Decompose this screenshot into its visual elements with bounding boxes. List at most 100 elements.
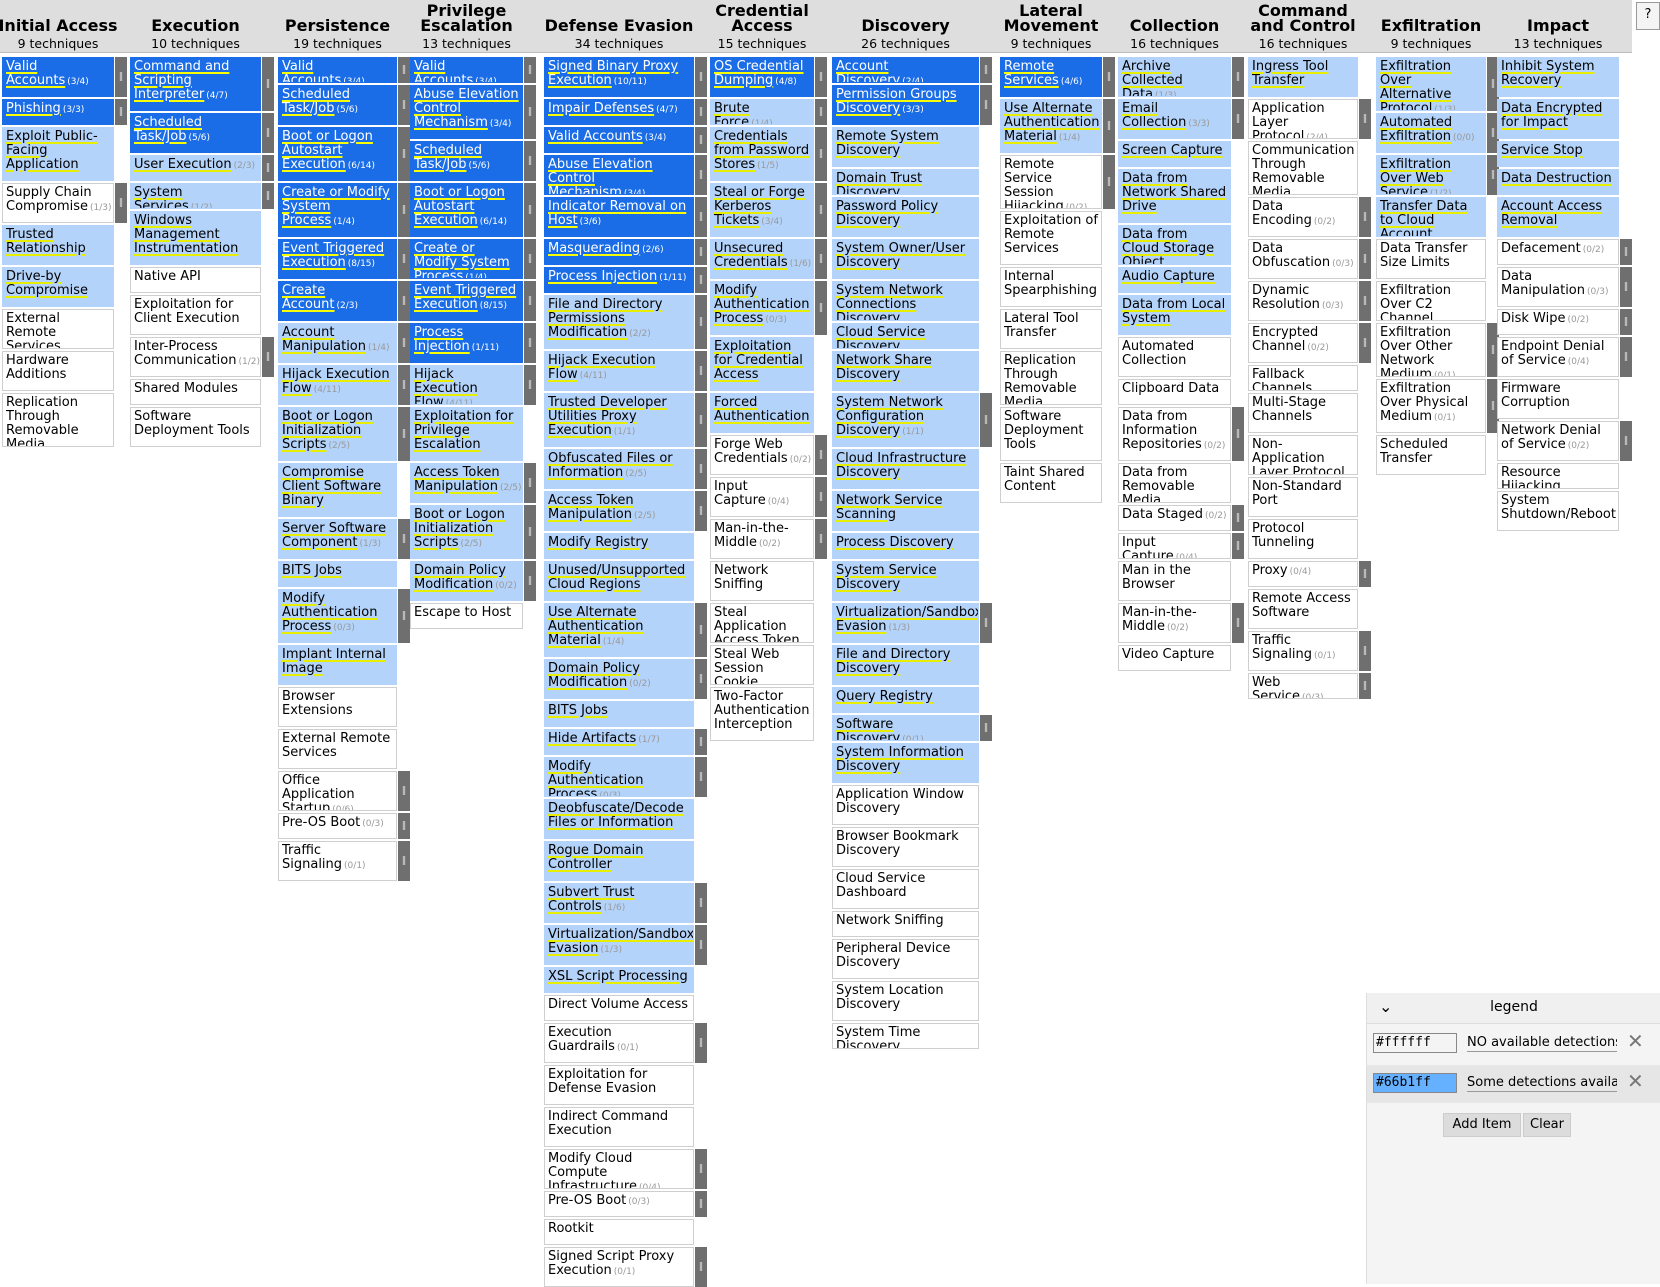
expand-subtechniques-handle[interactable] [524,323,536,363]
technique-cell[interactable]: Data Encoding(0/2) [1248,197,1358,237]
legend-label-input[interactable]: Some detections available [1467,1075,1617,1092]
expand-subtechniques-handle[interactable] [695,57,707,97]
expand-subtechniques-handle[interactable] [398,281,410,321]
technique-cell[interactable]: Data Staged(0/2) [1118,505,1231,531]
technique-cell[interactable]: Server Software Component(1/3) [278,519,397,559]
technique-cell[interactable]: Drive-by Compromise [2,267,114,307]
technique-cell[interactable]: Steal or Forge Kerberos Tickets(3/4) [710,183,814,237]
technique-cell[interactable]: Scheduled Task/Job(5/6) [130,113,261,153]
technique-cell[interactable]: Defacement(0/2) [1497,239,1619,265]
technique-cell[interactable]: Automated Exfiltration(0/0) [1376,113,1486,153]
technique-cell[interactable]: Screen Capture [1118,141,1231,167]
expand-subtechniques-handle[interactable] [398,365,410,405]
technique-cell[interactable]: Data from Removable Media [1118,463,1231,503]
expand-subtechniques-handle[interactable] [815,183,827,237]
expand-subtechniques-handle[interactable] [398,183,410,237]
expand-subtechniques-handle[interactable] [1359,99,1371,139]
technique-cell[interactable]: Cloud Service Dashboard [832,869,979,909]
expand-subtechniques-handle[interactable] [695,1149,707,1189]
technique-cell[interactable]: Account Access Removal [1497,197,1619,237]
close-icon[interactable]: ✕ [1627,1069,1644,1093]
expand-subtechniques-handle[interactable] [524,141,536,181]
technique-cell[interactable]: Boot or Logon Initialization Scripts(2/5… [278,407,397,461]
technique-cell[interactable]: Two-Factor Authentication Interception [710,687,814,741]
expand-subtechniques-handle[interactable] [815,435,827,475]
technique-cell[interactable]: Data Encrypted for Impact [1497,99,1619,139]
technique-cell[interactable]: Forge Web Credentials(0/2) [710,435,814,475]
chevron-down-icon[interactable]: ⌄ [1379,997,1393,1016]
expand-subtechniques-handle[interactable] [815,57,827,97]
technique-cell[interactable]: Hijack Execution Flow(4/11) [278,365,397,405]
expand-subtechniques-handle[interactable] [1103,57,1115,97]
technique-cell[interactable]: Account Discovery(2/4) [832,57,979,83]
expand-subtechniques-handle[interactable] [1487,379,1499,433]
technique-cell[interactable]: Process Injection(1/11) [410,323,523,363]
technique-cell[interactable]: User Execution(2/3) [130,155,261,181]
technique-cell[interactable]: Remote System Discovery [832,127,979,167]
technique-cell[interactable]: Browser Bookmark Discovery [832,827,979,867]
expand-subtechniques-handle[interactable] [524,239,536,279]
technique-cell[interactable]: Transfer Data to Cloud Account [1376,197,1486,237]
technique-cell[interactable]: Exploitation for Defense Evasion [544,1065,694,1105]
expand-subtechniques-handle[interactable] [980,715,992,741]
technique-cell[interactable]: Firmware Corruption [1497,379,1619,419]
technique-cell[interactable]: Exfiltration Over Alternative Protocol(1… [1376,57,1486,111]
technique-cell[interactable]: Domain Policy Modification(0/2) [544,659,694,699]
close-icon[interactable]: ✕ [1627,1029,1644,1053]
expand-subtechniques-handle[interactable] [1487,323,1499,377]
expand-subtechniques-handle[interactable] [1232,407,1244,461]
expand-subtechniques-handle[interactable] [695,757,707,797]
expand-subtechniques-handle[interactable] [695,99,707,125]
technique-cell[interactable]: Man-in-the-Middle(0/2) [710,519,814,559]
expand-subtechniques-handle[interactable] [1359,239,1371,279]
expand-subtechniques-handle[interactable] [1103,99,1115,153]
technique-cell[interactable]: Abuse Elevation Control Mechanism(3/4) [544,155,694,195]
technique-cell[interactable]: Endpoint Denial of Service(0/4) [1497,337,1619,377]
technique-cell[interactable]: File and Directory Discovery [832,645,979,685]
technique-cell[interactable]: Forced Authentication [710,393,814,433]
expand-subtechniques-handle[interactable] [695,1191,707,1217]
expand-subtechniques-handle[interactable] [695,491,707,531]
expand-subtechniques-handle[interactable] [695,239,707,265]
expand-subtechniques-handle[interactable] [1620,337,1632,377]
technique-cell[interactable]: Exploitation for Credential Access [710,337,814,391]
technique-cell[interactable]: Subvert Trust Controls(1/6) [544,883,694,923]
expand-subtechniques-handle[interactable] [695,659,707,699]
technique-cell[interactable]: Software Deployment Tools [1000,407,1102,461]
expand-subtechniques-handle[interactable] [695,197,707,237]
technique-cell[interactable]: Modify Authentication Process(0/3) [710,281,814,335]
technique-cell[interactable]: Network Service Scanning [832,491,979,531]
technique-cell[interactable]: Network Sniffing [832,911,979,937]
expand-subtechniques-handle[interactable] [695,729,707,755]
technique-cell[interactable]: Create or Modify System Process(1/4) [410,239,523,279]
expand-subtechniques-handle[interactable] [115,57,127,97]
technique-cell[interactable]: Rogue Domain Controller [544,841,694,881]
expand-subtechniques-handle[interactable] [524,463,536,503]
expand-subtechniques-handle[interactable] [1232,505,1244,531]
technique-cell[interactable]: Trusted Developer Utilities Proxy Execut… [544,393,694,447]
technique-cell[interactable]: Masquerading(2/6) [544,239,694,265]
technique-cell[interactable]: Trusted Relationship [2,225,114,265]
technique-cell[interactable]: Remote Access Software [1248,589,1358,629]
technique-cell[interactable]: System Services(1/2) [130,183,261,209]
technique-cell[interactable]: System Network Connections Discovery [832,281,979,321]
technique-cell[interactable]: System Shutdown/Reboot [1497,491,1619,531]
technique-cell[interactable]: Internal Spearphishing [1000,267,1102,307]
technique-cell[interactable]: Credentials from Password Stores(1/5) [710,127,814,181]
expand-subtechniques-handle[interactable] [815,477,827,517]
legend-label-input[interactable]: NO available detections [1467,1035,1617,1052]
expand-subtechniques-handle[interactable] [262,113,274,153]
technique-cell[interactable]: Traffic Signaling(0/1) [278,841,397,881]
technique-cell[interactable]: Use Alternate Authentication Material(1/… [544,603,694,657]
clear-button[interactable]: Clear [1523,1113,1571,1137]
technique-cell[interactable]: External Remote Services [278,729,397,769]
expand-subtechniques-handle[interactable] [695,449,707,489]
technique-cell[interactable]: Rootkit [544,1219,694,1245]
technique-cell[interactable]: Peripheral Device Discovery [832,939,979,979]
technique-cell[interactable]: Data from Cloud Storage Object [1118,225,1231,265]
technique-cell[interactable]: Input Capture(0/4) [1118,533,1231,559]
technique-cell[interactable]: Deobfuscate/Decode Files or Information [544,799,694,839]
